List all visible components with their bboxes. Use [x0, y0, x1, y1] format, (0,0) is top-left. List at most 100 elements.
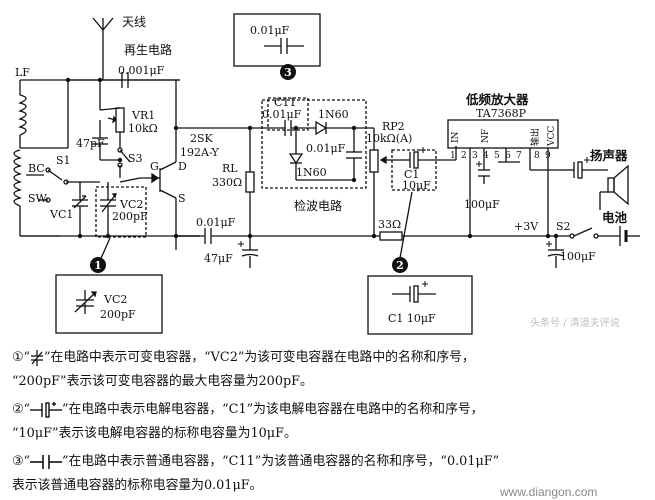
lf-label: LF: [15, 66, 30, 79]
schematic: 1 2 3 天线 再生电路 LF 0.001μF VR1 10kΩ S3 47p…: [13, 13, 640, 335]
sw-label: SW: [28, 192, 48, 205]
vc2-label: VC2: [119, 198, 143, 211]
amp-model: TA7368P: [476, 107, 527, 120]
rp2-value: 10kΩ(A): [366, 132, 412, 145]
svg-text:8: 8: [534, 151, 540, 161]
c11-value: 0.01μF: [262, 108, 302, 121]
callout-3: [233, 13, 321, 76]
callout1-vc2: VC2: [103, 293, 127, 306]
amp-out-label: 输出: [529, 128, 541, 146]
speaker-symbol: [560, 161, 629, 210]
bc-label: BC: [28, 162, 45, 175]
c100u-supply-label: 100μF: [560, 250, 596, 263]
svg-text:6: 6: [505, 151, 511, 161]
svg-text:7: 7: [516, 151, 522, 161]
callout-badge-1: 1: [90, 257, 106, 273]
svg-text:3: 3: [284, 66, 292, 79]
variable-capacitor-icon: [31, 349, 44, 366]
amp-vcc-label: VCC: [547, 126, 557, 147]
diode2-label: 1N60: [296, 166, 327, 179]
svg-text:www.diangon.com: www.diangon.com: [500, 485, 597, 499]
drain-label: D: [178, 160, 187, 173]
amp-pin-numbers: 1 2 3 4 5 6 7 8 9: [450, 151, 551, 161]
amp-title: 低频放大器: [465, 92, 529, 107]
battery-symbol: [619, 226, 640, 246]
antenna-symbol: [92, 17, 114, 58]
note-3-line-2: 表示该普通电容器的标称电容量为0.01μF。: [12, 478, 263, 493]
capacitor-vc1: [72, 182, 88, 236]
vc1-label: VC1: [49, 208, 73, 221]
gate-label: G: [150, 160, 159, 173]
svg-text:1: 1: [450, 151, 456, 161]
note-1-line-1: ①“ ”在电路中表示可变电容器，“VC2”为该可变电容器在电路中的名称和序号，: [12, 349, 475, 366]
transistor-2sk192a: [140, 80, 177, 250]
watermark: 头条号 / 清道夫评说: [530, 316, 620, 329]
rl-label: RL: [222, 162, 238, 175]
vc2-value: 200pF: [112, 210, 148, 223]
rl-value: 330Ω: [212, 176, 242, 189]
diode-1n60-vertical: [288, 128, 354, 181]
switch-s2: [569, 227, 620, 239]
speaker-label: 扬声器: [590, 148, 628, 163]
capacitor-47uf: [241, 236, 259, 268]
c1-value: 10μF: [402, 179, 431, 192]
callout2-label: C1 10μF: [388, 312, 436, 325]
note-2-line-2: “10μF”表示该电解电容器的标称电容量为10μF。: [12, 426, 297, 441]
c47p-label: 47pF: [76, 137, 105, 150]
amp-nf-label: NF: [481, 129, 491, 143]
svg-text:4: 4: [483, 151, 489, 161]
switch-s1: [38, 167, 100, 203]
callout-badge-3: 3: [280, 64, 296, 80]
v3-label: +3V: [514, 220, 539, 233]
resistor-rl: [245, 128, 255, 236]
svg-text:2: 2: [461, 151, 467, 161]
antenna-label: 天线: [122, 15, 146, 29]
amp-in-label: IN: [451, 131, 461, 143]
potentiometer-rp2: [369, 128, 400, 236]
note-1-line-2: “200pF”表示该可变电容器的最大电容量为200pF。: [12, 374, 313, 389]
vr1-value: 10kΩ: [128, 122, 158, 135]
capacitor-100uf-supply: [547, 236, 565, 268]
s3-label: S3: [128, 152, 143, 165]
c1-label: C1: [404, 168, 419, 181]
vr1-label: VR1: [131, 109, 155, 122]
c11-label: C11: [274, 96, 296, 109]
switch-s3: [117, 147, 131, 178]
electrolytic-capacitor-icon: [30, 401, 63, 418]
capacitor-c-top: [68, 72, 180, 88]
r33-label: 33Ω: [378, 218, 401, 231]
site-watermark: www.diangon.com: [500, 485, 597, 499]
note-2-line-1: ②“ ”在电路中表示电解电容器，“C1”为该电解电容器在电路中的名称和序号，: [12, 401, 484, 418]
capacitor-47pf: [92, 120, 120, 161]
diode1-label: 1N60: [318, 108, 349, 121]
svg-text:5: 5: [494, 151, 500, 161]
svg-text:3: 3: [472, 151, 478, 161]
source-label: S: [178, 192, 186, 205]
callout-2: [367, 191, 473, 335]
s2-label: S2: [556, 220, 571, 233]
s1-label: S1: [56, 154, 71, 167]
ordinary-capacitor-icon: [30, 454, 63, 469]
callout1-value: 200pF: [100, 308, 136, 321]
svg-text:9: 9: [545, 151, 551, 161]
detector-label: 检波电路: [294, 198, 342, 213]
callout3-cap-label: 0.01μF: [250, 24, 290, 37]
capacitor-001uf-bottom: [176, 228, 250, 244]
det-cap-label: 0.01μF: [306, 142, 346, 155]
lf-coil-symbol: [17, 80, 69, 149]
regen-circuit-label: 再生电路: [124, 42, 172, 57]
battery-label: 电池: [602, 210, 628, 225]
note-3-line-1: ③“ ”在电路中表示普通电容器，“C11”为该普通电容器的名称和序号，“0.01…: [12, 454, 500, 469]
c-top-label: 0.001μF: [118, 64, 165, 77]
detector-box: [261, 99, 367, 189]
svg-text:2: 2: [396, 259, 404, 272]
diode-1n60-horizontal: [315, 120, 374, 136]
callout-badge-2: 2: [392, 257, 408, 273]
transistor-model: 192A-Y: [180, 146, 219, 159]
c47u-label: 47μF: [204, 252, 233, 265]
amplifier-ic: [447, 119, 560, 236]
c100u-amp-label: 100μF: [464, 198, 500, 211]
capacitor-vc2: [95, 177, 147, 238]
rp2-label: RP2: [382, 120, 405, 133]
